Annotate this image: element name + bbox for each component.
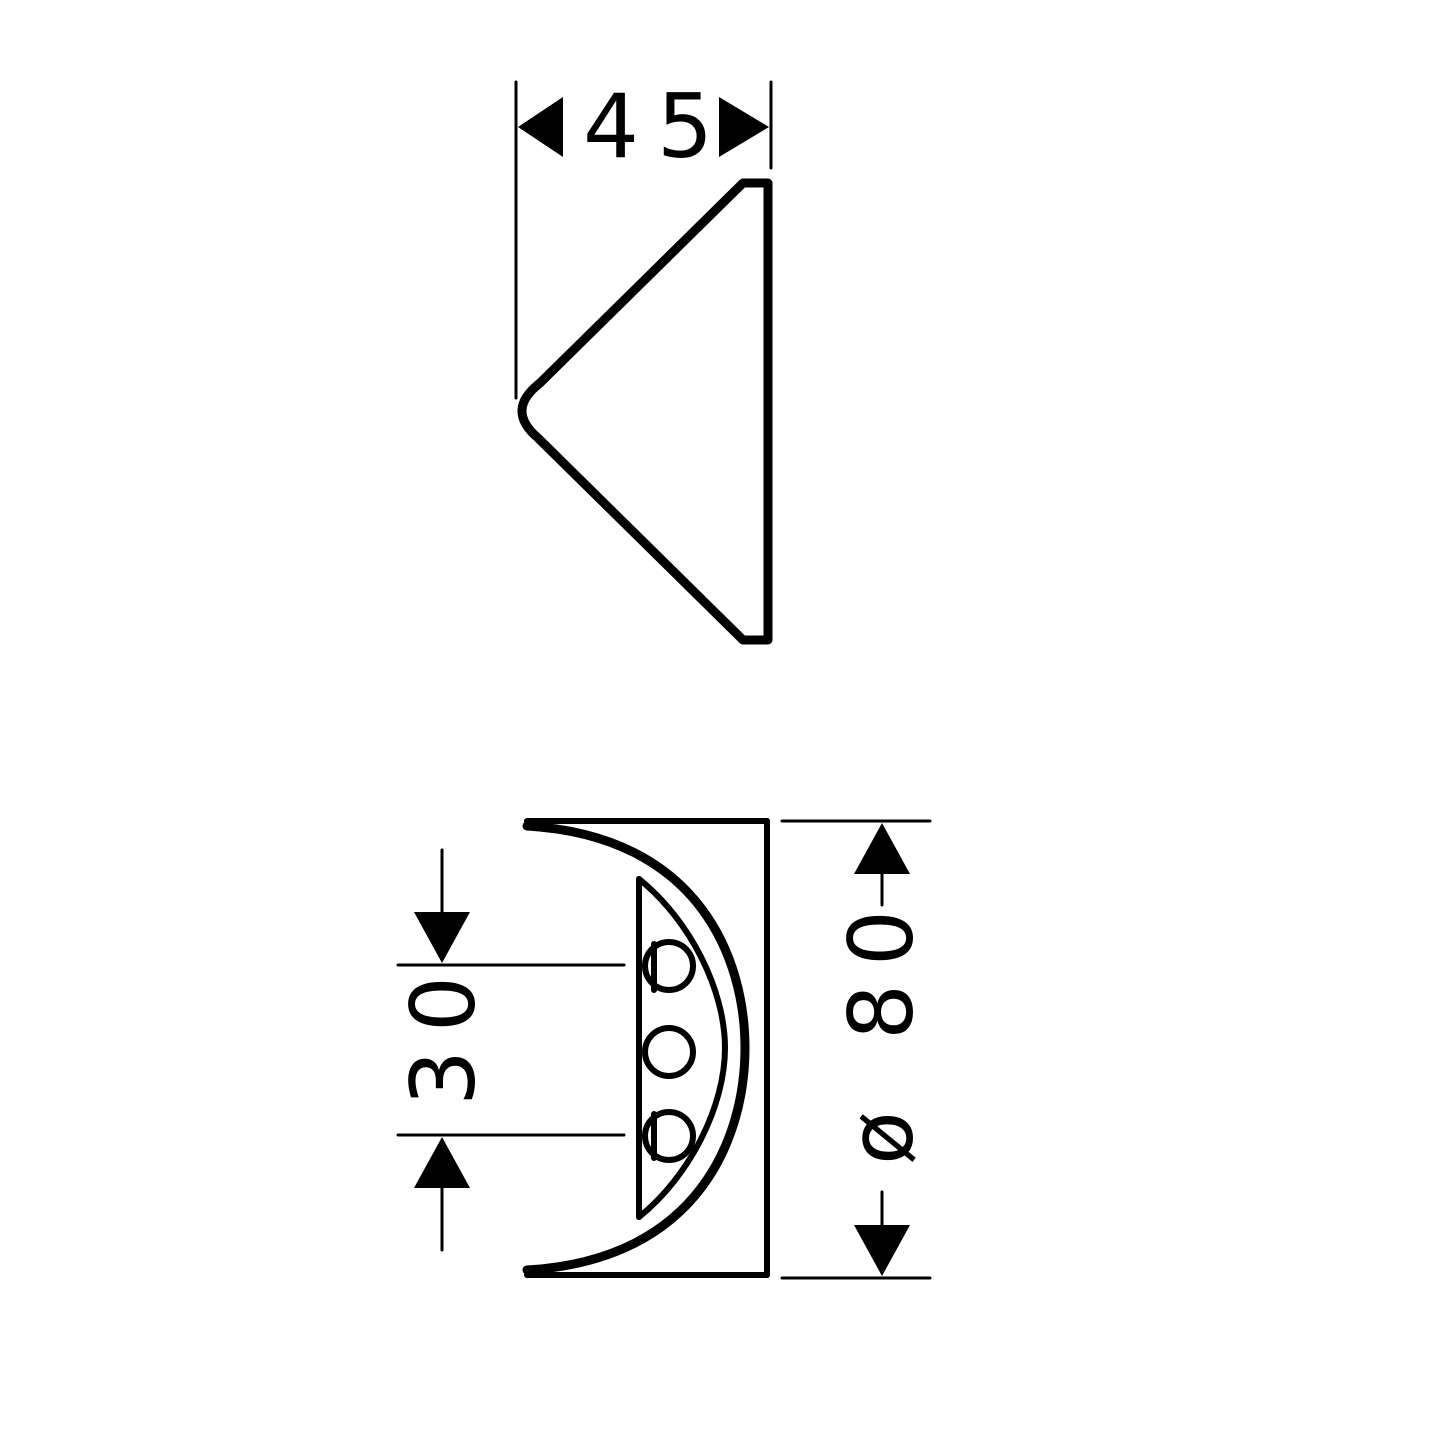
hook-inner-arc: [636, 876, 728, 1220]
diameter-arrow-top: [854, 823, 910, 874]
diameter-arrow-bottom: [854, 1225, 910, 1276]
knob-top: [642, 939, 696, 993]
dimension-arrow-left: [518, 97, 563, 157]
spacing-arrow-top: [414, 912, 470, 963]
knob-middle: [642, 1025, 696, 1079]
diameter-symbol: ø: [830, 1093, 933, 1165]
front-view: 30 80 ø: [392, 818, 933, 1280]
knob-bottom: [642, 1109, 696, 1163]
hook-outer-arc: [522, 821, 750, 1275]
spacing-arrow-bottom: [414, 1137, 470, 1188]
top-view: 45: [514, 75, 773, 645]
diameter-dimension-label: 80: [830, 892, 933, 1040]
spacing-dimension-label: 30: [392, 958, 495, 1106]
profile-outline: [517, 178, 773, 645]
width-dimension-label: 45: [583, 75, 731, 178]
dimension-arrow-right: [719, 97, 769, 157]
